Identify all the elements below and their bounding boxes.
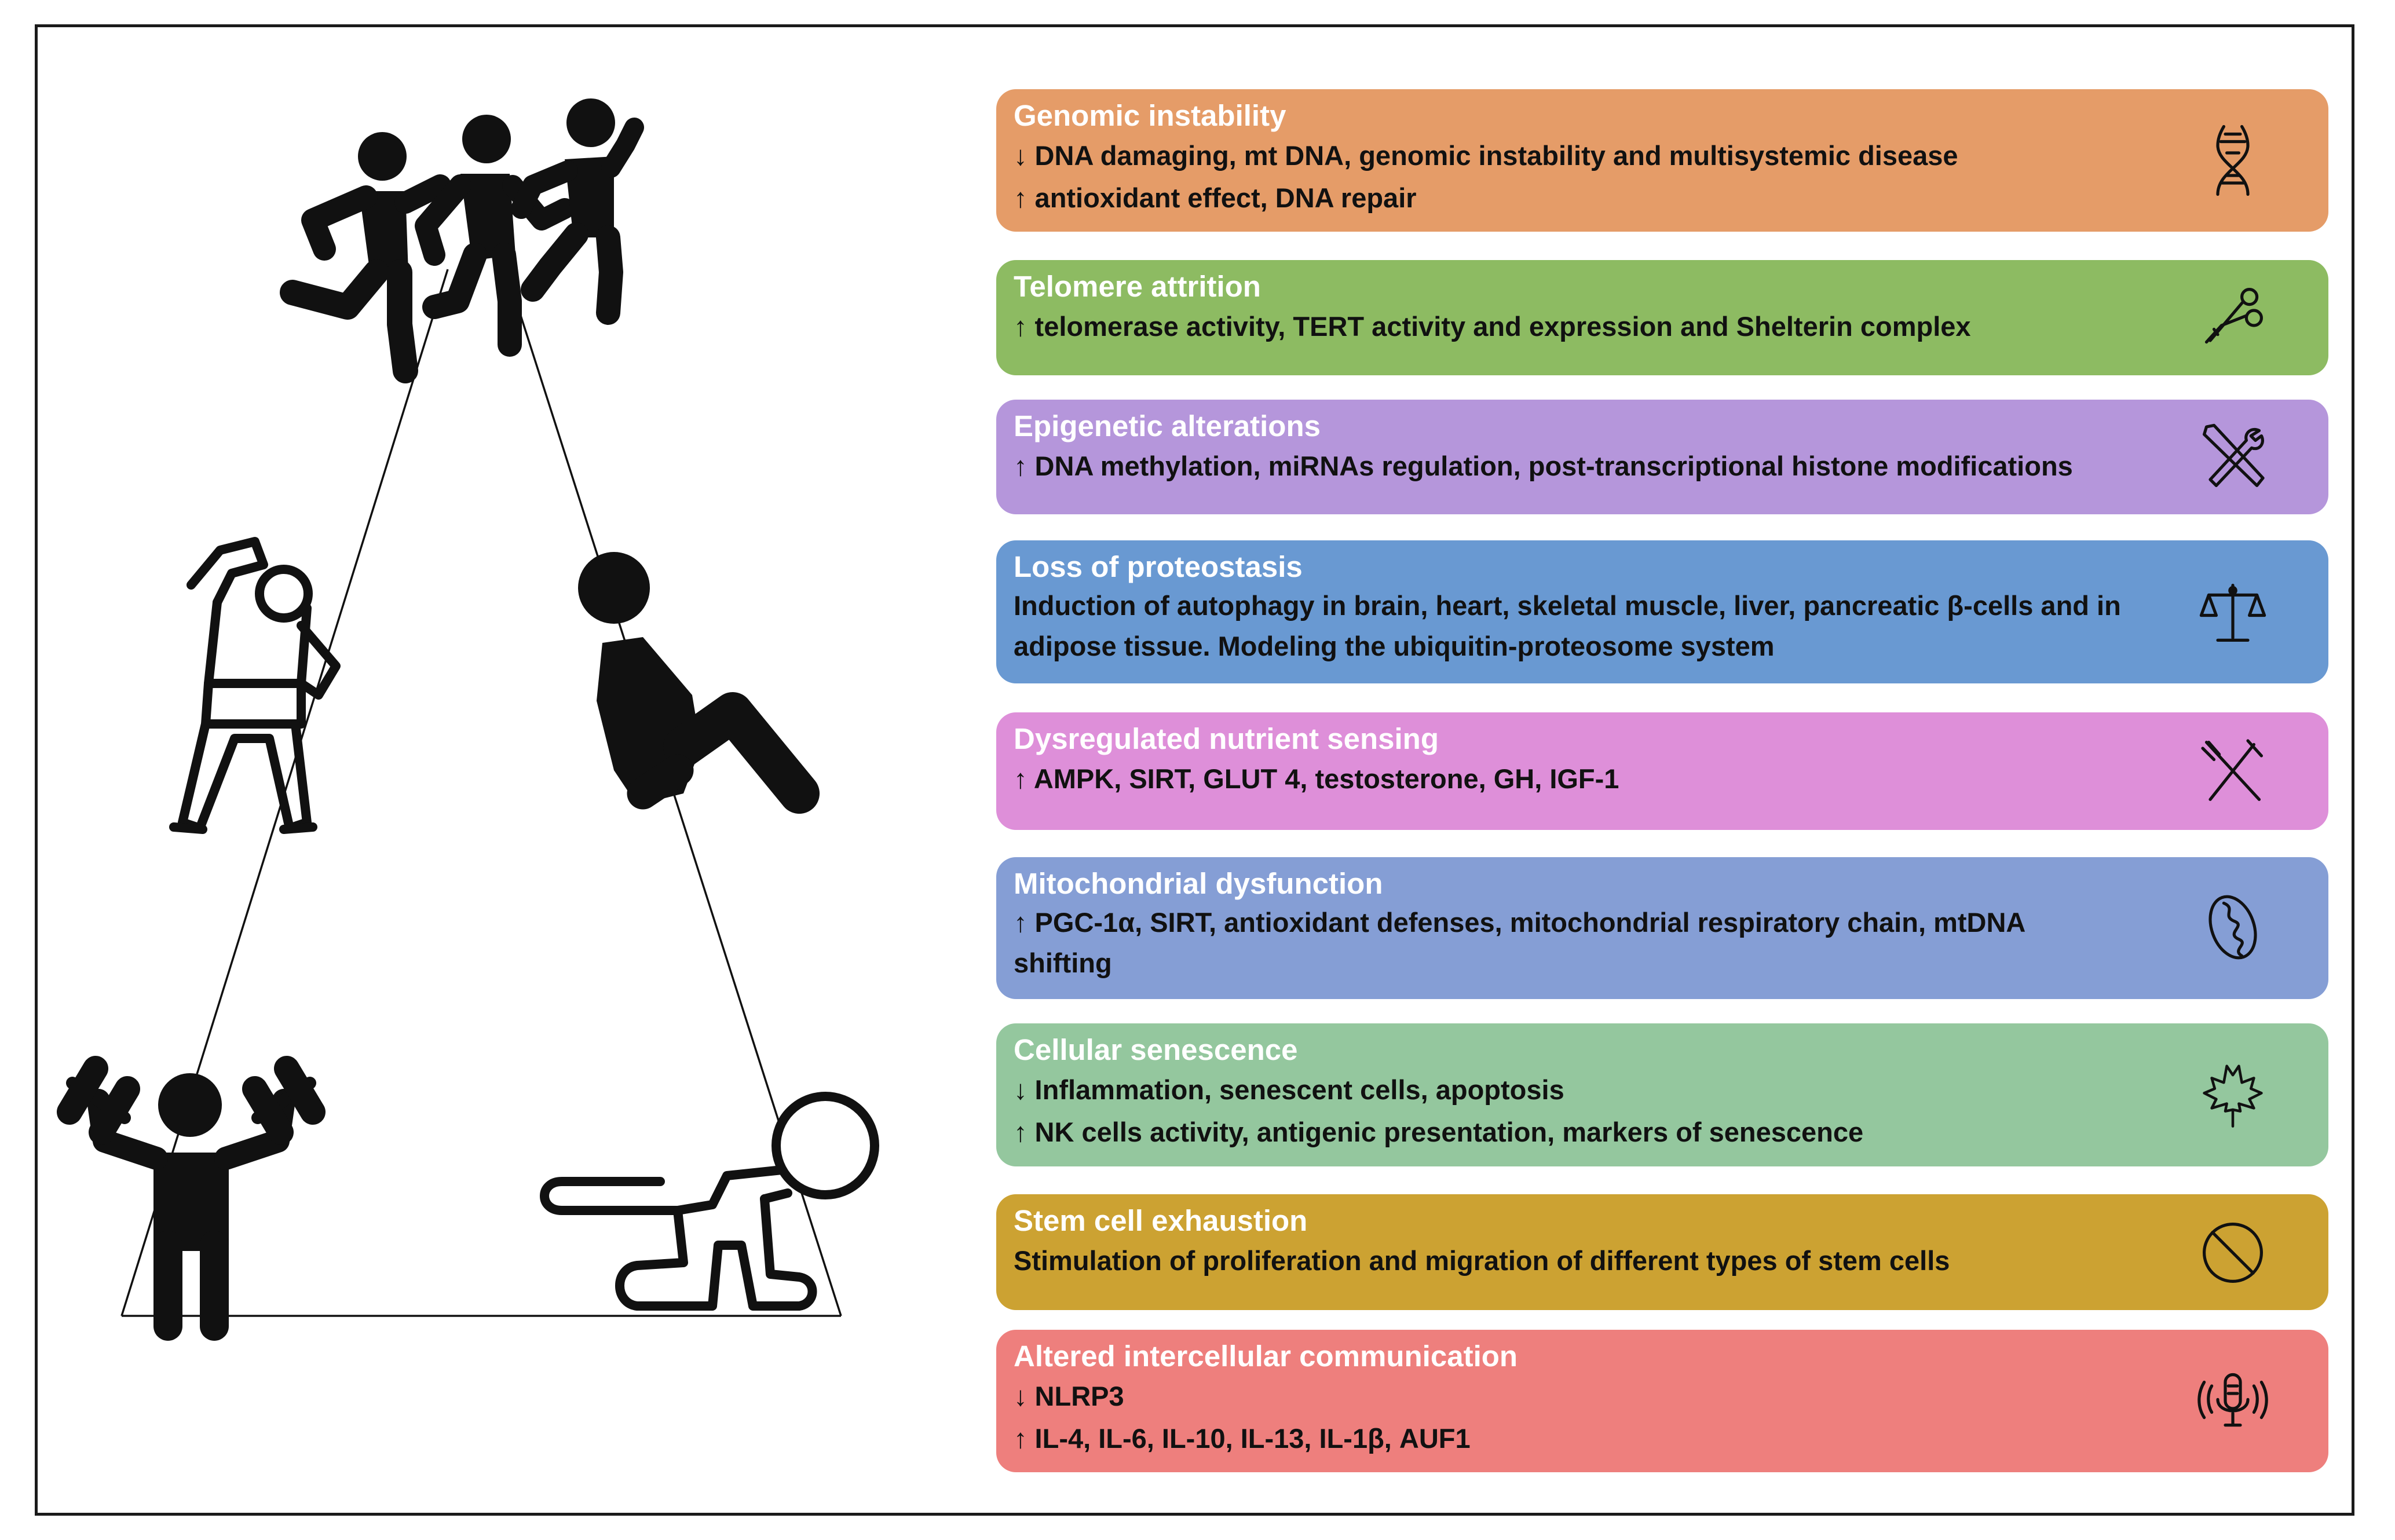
panel-line: ↑ AMPK, SIRT, GLUT 4, testosterone, GH, …: [1014, 763, 1619, 794]
panel-title: Genomic instability: [1014, 99, 1286, 132]
panel-title: Telomere attrition: [1014, 270, 1261, 303]
tools-icon: [2195, 419, 2270, 495]
dna-icon: [2195, 123, 2270, 198]
panel-line: Stimulation of proliferation and migrati…: [1014, 1245, 1950, 1276]
running-group-icon: [280, 98, 644, 383]
panel-title: Loss of proteostasis: [1014, 550, 1303, 583]
panel-nutrient: Dysregulated nutrient sensing ↑ AMPK, SI…: [996, 712, 2328, 830]
panel-genomic: Genomic instability ↓ DNA damaging, mt D…: [996, 89, 2328, 232]
panel-mitochondrial: Mitochondrial dysfunction ↑ PGC-1α, SIRT…: [996, 857, 2328, 999]
panel-title: Stem cell exhaustion: [1014, 1204, 1308, 1237]
panel-title: Altered intercellular communication: [1014, 1340, 1518, 1373]
panel-title: Dysregulated nutrient sensing: [1014, 722, 1439, 755]
scissors-icon: [2195, 280, 2270, 356]
panel-telomere: Telomere attrition ↑ telomerase activity…: [996, 260, 2328, 375]
panel-line: ↓ Inflammation, senescent cells, apoptos…: [1014, 1074, 1564, 1105]
panel-line: ↑ PGC-1α, SIRT, antioxidant defenses, mi…: [1014, 907, 2025, 978]
panel-line: ↓ DNA damaging, mt DNA, genomic instabil…: [1014, 140, 1958, 171]
figure-border: [35, 24, 2354, 1516]
panel-line: ↑ IL-4, IL-6, IL-10, IL-13, IL-1β, AUF1: [1014, 1423, 1471, 1454]
panel-line: Induction of autophagy in brain, heart, …: [1014, 590, 2121, 661]
prohibited-icon: [2195, 1215, 2270, 1290]
exercise-pyramid: [57, 98, 879, 1341]
balance-scale-icon: [2195, 574, 2270, 649]
panel-line: ↑ NK cells activity, antigenic presentat…: [1014, 1117, 1864, 1147]
panel-title: Mitochondrial dysfunction: [1014, 867, 1383, 900]
panel-title: Epigenetic alterations: [1014, 409, 1321, 442]
panel-line: ↑ antioxidant effect, DNA repair: [1014, 182, 1417, 213]
microphone-icon: [2195, 1363, 2270, 1439]
panel-line: ↓ NLRP3: [1014, 1381, 1124, 1411]
stretching-person-icon: [169, 537, 341, 834]
panel-title: Cellular senescence: [1014, 1033, 1298, 1066]
fork-knife-icon: [2195, 733, 2270, 809]
panel-intercellular: Altered intercellular communication ↓ NL…: [996, 1330, 2328, 1472]
sit-up-person-icon: [578, 552, 820, 814]
panel-line: ↑ DNA methylation, miRNAs regulation, po…: [1014, 451, 2073, 481]
panel-senescence: Cellular senescence ↓ Inflammation, sene…: [996, 1023, 2328, 1166]
kneeling-leg-raise-icon: [540, 1092, 879, 1311]
maple-leaf-icon: [2195, 1057, 2270, 1132]
panel-line: ↑ telomerase activity, TERT activity and…: [1014, 311, 1971, 342]
panel-stemcell: Stem cell exhaustion Stimulation of prol…: [996, 1194, 2328, 1310]
dumbbell-lifting-icon: [57, 1056, 326, 1341]
panel-epigenetic: Epigenetic alterations ↑ DNA methylation…: [996, 400, 2328, 514]
panel-proteostasis: Loss of proteostasis Induction of autoph…: [996, 540, 2328, 683]
mitochondrion-icon: [2195, 890, 2270, 965]
